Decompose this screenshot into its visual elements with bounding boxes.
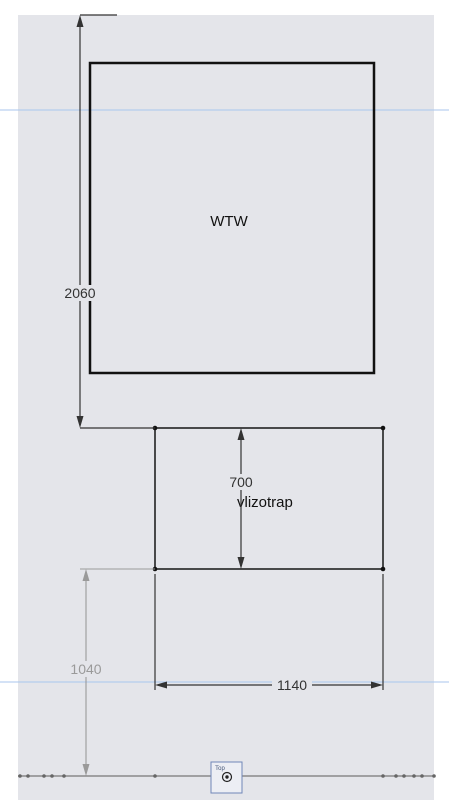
wtw-rectangle[interactable] [88, 61, 376, 375]
vlizotrap-rectangle[interactable] [154, 427, 384, 570]
dimension-1140[interactable]: 1140 [154, 574, 384, 693]
dimension-700-value: 700 [229, 474, 253, 490]
wtw-label: WTW [210, 213, 248, 230]
view-cube-label: Top [215, 766, 225, 772]
dimension-700[interactable]: 700 [227, 428, 257, 569]
dimension-1140-value: 1140 [277, 677, 307, 693]
origin-icon[interactable] [221, 771, 233, 783]
view-cube[interactable]: Top [210, 761, 243, 794]
origin-point [225, 775, 229, 779]
vlizotrap-label: vlizotrap [237, 494, 293, 511]
dimension-2060[interactable]: 2060 [64, 14, 155, 429]
corner-point[interactable] [380, 566, 386, 572]
dimension-1040[interactable]: 1040 [67, 568, 155, 776]
dimension-1040-value: 1040 [70, 661, 101, 677]
dimension-2060-value: 2060 [64, 285, 95, 301]
corner-point[interactable] [380, 425, 386, 431]
